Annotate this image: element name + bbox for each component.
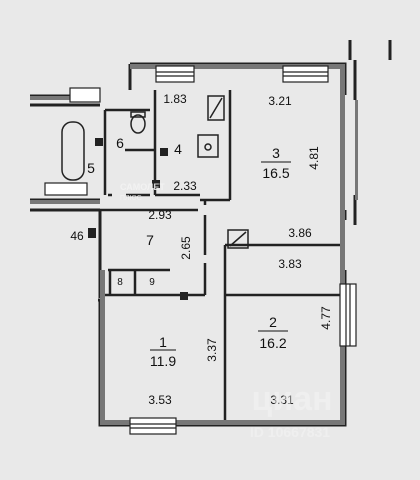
dim-3-21: 3.21 xyxy=(268,94,292,108)
dim-2-65: 2.65 xyxy=(179,236,193,260)
dim-46: 46 xyxy=(70,229,84,243)
window-left-bottom xyxy=(44,182,88,196)
dim-3-86: 3.86 xyxy=(288,226,312,240)
windows xyxy=(44,65,357,435)
dim-3-31: 3.31 xyxy=(270,393,294,407)
room-2-number: 2 xyxy=(269,314,277,330)
dimension-labels: 1.83 3.21 4.81 2.33 2.93 2.65 3.86 3.83 … xyxy=(70,92,333,407)
svg-text:ПЛЮС: ПЛЮС xyxy=(120,195,142,202)
fixtures xyxy=(61,95,249,249)
room-8-number: 8 xyxy=(117,277,123,288)
room-2-area: 16.2 xyxy=(259,335,286,351)
dim-2-33: 2.33 xyxy=(173,179,197,193)
window-top-left xyxy=(155,65,195,83)
dim-3-83: 3.83 xyxy=(278,257,302,271)
toilet xyxy=(130,114,146,134)
watermark-listing-id: ID 10667831 xyxy=(250,424,330,440)
room-1-area: 11.9 xyxy=(150,353,176,369)
room-labels: 1 11.9 2 16.2 3 16.5 4 5 6 7 8 9 xyxy=(87,135,291,369)
window-left-top xyxy=(69,87,101,103)
sink xyxy=(197,134,219,158)
room-4-number: 4 xyxy=(174,141,182,157)
window-right xyxy=(339,283,357,347)
stove-vent xyxy=(207,95,225,121)
window-bottom xyxy=(129,417,177,435)
dim-2-93: 2.93 xyxy=(148,208,172,222)
window-top-right xyxy=(282,65,329,83)
interior-walls xyxy=(100,90,340,420)
room-5-number: 5 xyxy=(87,160,95,176)
room-3-area: 16.5 xyxy=(262,165,289,181)
doors xyxy=(105,190,212,263)
dim-3-53: 3.53 xyxy=(148,393,172,407)
watermark-logo: САМОЛЕТ xyxy=(120,182,165,192)
watermarks: САМОЛЕТ ПЛЮС циан ID 10667831 xyxy=(120,182,333,440)
room-7-number: 7 xyxy=(146,232,154,248)
room-9-number: 9 xyxy=(149,277,155,288)
bathtub xyxy=(61,121,85,181)
dim-3-37: 3.37 xyxy=(205,338,219,362)
room-6-number: 6 xyxy=(116,135,124,151)
markers xyxy=(88,138,188,300)
room-1-number: 1 xyxy=(159,334,167,350)
watermark-brand: циан xyxy=(251,380,332,418)
wall-fill xyxy=(30,64,358,425)
dim-4-81: 4.81 xyxy=(307,146,321,170)
dim-1-83: 1.83 xyxy=(163,92,187,106)
boiler xyxy=(227,229,249,249)
dim-4-77: 4.77 xyxy=(319,306,333,330)
room-3-number: 3 xyxy=(272,145,280,161)
